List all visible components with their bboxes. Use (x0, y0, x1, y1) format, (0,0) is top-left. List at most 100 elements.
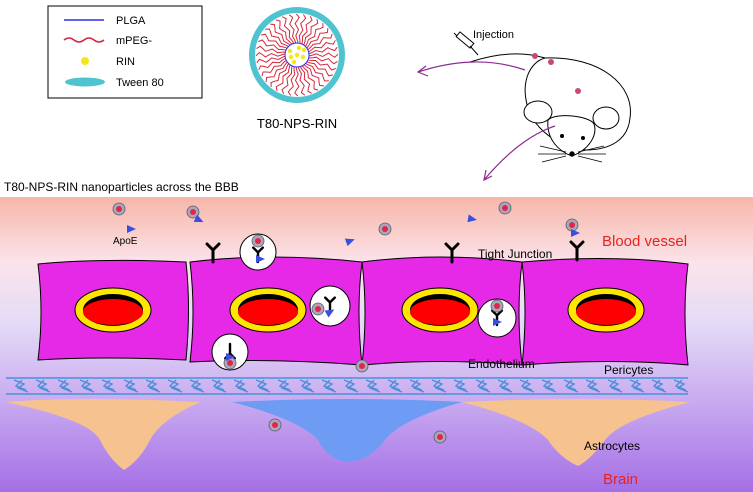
legend-label-mpeg: mPEG- (116, 35, 152, 47)
receptor (444, 242, 460, 264)
pericyte (365, 379, 381, 393)
apoe-triangle (324, 309, 335, 318)
arrow-to-bbb (483, 125, 556, 182)
legend-label-tween80: Tween 80 (116, 77, 164, 89)
peg-chain (265, 28, 290, 49)
nuclei (74, 287, 645, 333)
pericyte (101, 379, 117, 393)
mouse-ear-right (592, 106, 620, 130)
t80-nps-rin-nanoparticle (249, 7, 345, 103)
peg-chain (260, 33, 289, 51)
pericyte (475, 379, 491, 393)
peg-chain (275, 19, 293, 47)
peg-chain (305, 59, 334, 77)
mouse-whiskers (538, 145, 606, 163)
pericyte (519, 379, 535, 393)
nanoparticle-core (315, 306, 321, 312)
peg-chain (304, 61, 329, 82)
peg-chain (306, 57, 336, 71)
pericyte (167, 379, 183, 393)
astrocytes-label: Astrocytes (584, 439, 640, 453)
pericyte (13, 379, 29, 393)
pericytes-layer (6, 377, 689, 395)
pericyte (211, 379, 227, 393)
pericyte (321, 379, 337, 393)
nanoparticle-core (437, 434, 443, 440)
astrocyte (462, 399, 690, 466)
peg-chain (306, 46, 338, 55)
apoe-triangle (344, 238, 355, 247)
pericyte (585, 379, 601, 393)
astrocyte (232, 399, 462, 462)
pericyte (387, 379, 403, 393)
peg-chain (255, 52, 288, 58)
pericyte (431, 379, 447, 393)
nanoparticles (112, 201, 579, 444)
pericyte (35, 379, 51, 393)
legend-label-rin: RIN (116, 56, 135, 68)
rin-dot-icon (81, 57, 89, 65)
nanoparticle-core (255, 238, 261, 244)
peg-chain (301, 18, 319, 47)
peg-chain (256, 55, 288, 64)
mouse-tail (469, 53, 546, 63)
peg-chain (287, 64, 296, 96)
nanoparticle-core (502, 205, 508, 211)
astrocyte (6, 399, 200, 470)
apoe-triangle (127, 225, 136, 233)
nanoparticle-core (190, 209, 196, 215)
peg-chain (298, 14, 307, 46)
peg-chain (256, 45, 288, 54)
apoe-triangle (193, 214, 204, 223)
pericyte (255, 379, 271, 393)
pericyte (453, 379, 469, 393)
peg-chain (303, 23, 324, 48)
peg-chain (294, 64, 300, 97)
apoe-molecules (127, 214, 580, 361)
mpeg-wavy-line-icon (63, 37, 105, 43)
peg-chain (299, 16, 313, 46)
legend: PLGA mPEG- RIN Tween 80 (47, 5, 203, 99)
peg-chain (299, 64, 312, 94)
peg-chain (301, 63, 319, 91)
peg-chain (306, 52, 339, 58)
pericyte (343, 379, 359, 393)
brain-label: Brain (603, 471, 638, 488)
rin-dot (287, 48, 293, 54)
pericyte (607, 379, 623, 393)
peg-chain (306, 56, 338, 65)
mouse-ear-left (523, 100, 553, 124)
rin-dot (294, 52, 300, 58)
nanoparticle-core (382, 226, 388, 232)
rin-dot (301, 47, 307, 53)
nucleus-core (83, 299, 143, 325)
rin-dot (288, 54, 294, 60)
nanoparticle-label: T80-NPS-RIN (257, 116, 337, 131)
mouse-nose (569, 151, 575, 157)
pericyte (189, 379, 205, 393)
pericyte (409, 379, 425, 393)
nanoparticle-core (116, 206, 122, 212)
injection-label: Injection (473, 29, 514, 41)
peg-chain (288, 14, 297, 46)
rin-dot (296, 45, 302, 51)
mouse (469, 53, 631, 163)
nanoparticle-core (359, 363, 365, 369)
receptor (569, 240, 585, 262)
pericyte (673, 379, 689, 393)
apoe-triangle (467, 214, 477, 223)
pericyte (277, 379, 293, 393)
pericyte (145, 379, 161, 393)
pericyte (57, 379, 73, 393)
rin-dot (291, 59, 297, 65)
pericyte (233, 379, 249, 393)
pericyte (541, 379, 557, 393)
mouse-head (547, 115, 596, 157)
apoe-triangle (493, 318, 502, 326)
section-title: T80-NPS-RIN nanoparticles across the BBB (4, 180, 239, 194)
mouse-eye-left (560, 134, 564, 138)
peg-chain (302, 62, 324, 87)
nanoparticle-core (494, 303, 500, 309)
syringe-icon (453, 31, 479, 56)
